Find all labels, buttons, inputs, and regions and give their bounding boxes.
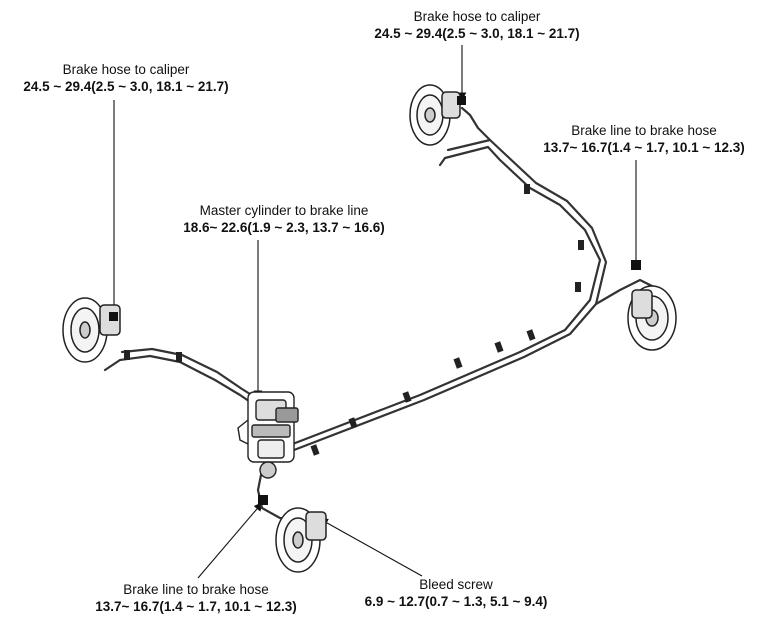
callout-torque: 6.9 ~ 12.7(0.7 ~ 1.3, 5.1 ~ 9.4) — [364, 594, 548, 609]
master-cylinder — [237, 391, 299, 479]
callout-hose-caliper-left: Brake hose to caliper 24.5 ~ 29.4(2.5 ~ … — [4, 61, 248, 95]
fittings — [109, 96, 641, 505]
callout-torque: 24.5 ~ 29.4(2.5 ~ 3.0, 18.1 ~ 21.7) — [374, 26, 580, 41]
callout-title: Brake line to brake hose — [123, 582, 269, 597]
callout-bleed-screw: Bleed screw 6.9 ~ 12.7(0.7 ~ 1.3, 5.1 ~ … — [346, 576, 566, 610]
callout-torque: 24.5 ~ 29.4(2.5 ~ 3.0, 18.1 ~ 21.7) — [23, 79, 229, 94]
callout-line-hose-right: Brake line to brake hose 13.7~ 16.7(1.4 … — [520, 122, 768, 156]
callout-title: Master cylinder to brake line — [199, 203, 369, 218]
callout-title: Brake hose to caliper — [62, 62, 190, 77]
callout-title: Brake line to brake hose — [571, 123, 717, 138]
wheel-right — [627, 285, 677, 351]
callout-torque: 13.7~ 16.7(1.4 ~ 1.7, 10.1 ~ 12.3) — [543, 140, 745, 155]
callout-torque: 13.7~ 16.7(1.4 ~ 1.7, 10.1 ~ 12.3) — [95, 599, 297, 614]
callout-torque: 18.6~ 22.6(1.9 ~ 2.3, 13.7 ~ 16.6) — [183, 220, 385, 235]
callout-line-hose-bottom: Brake line to brake hose 13.7~ 16.7(1.4 … — [72, 581, 320, 615]
wheel-bottom — [275, 507, 327, 573]
brake-pipes — [103, 106, 662, 522]
wheel-top — [409, 84, 461, 146]
callout-title: Bleed screw — [419, 577, 493, 592]
callout-master-cylinder: Master cylinder to brake line 18.6~ 22.6… — [162, 202, 406, 236]
leader-bleed-screw — [319, 518, 423, 577]
wheel-left-front — [62, 297, 121, 363]
callout-hose-caliper-top: Brake hose to caliper 24.5 ~ 29.4(2.5 ~ … — [355, 8, 599, 42]
callout-title: Brake hose to caliper — [413, 9, 541, 24]
pipe-clips — [124, 184, 584, 456]
leader-line-hose-bottom — [197, 502, 263, 579]
